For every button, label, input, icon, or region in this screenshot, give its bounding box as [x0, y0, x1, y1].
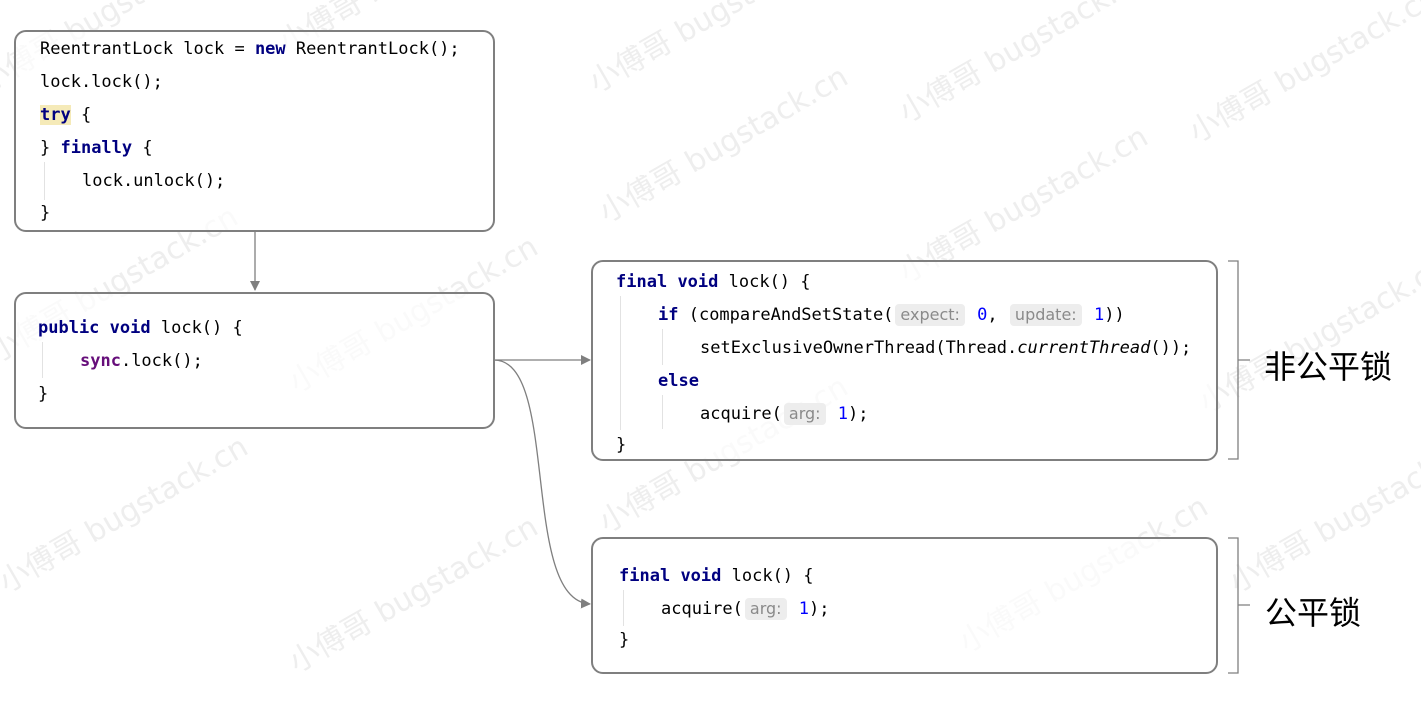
code-line: }	[40, 203, 51, 223]
label-fair-lock: 公平锁	[1265, 594, 1362, 632]
bracket-fair	[1228, 537, 1250, 674]
indent-guide	[44, 162, 45, 200]
code-line: try {	[40, 105, 92, 125]
code-line: sync.lock();	[80, 351, 203, 371]
code-line: final void lock() {	[619, 566, 814, 586]
indent-guide	[623, 590, 624, 626]
code-line: final void lock() {	[616, 272, 811, 292]
param-hint: expect:	[895, 304, 965, 326]
code-line: }	[616, 435, 627, 455]
code-line: setExclusiveOwnerThread(Thread.currentTh…	[700, 338, 1192, 358]
code-line: }	[619, 630, 630, 650]
indent-guide	[620, 296, 621, 430]
indent-guide	[662, 329, 663, 365]
code-line: lock.unlock();	[82, 171, 226, 191]
indent-guide	[662, 395, 663, 429]
code-line: if (compareAndSetState(expect: 0, update…	[658, 304, 1125, 326]
code-box-reentrant-lock: public void lock() { sync.lock(); }	[14, 292, 495, 429]
code-line: ReentrantLock lock = new ReentrantLock()…	[40, 39, 460, 59]
code-box-nonfair-lock: final void lock() { if (compareAndSetSta…	[591, 260, 1218, 461]
code-box-fair-lock: final void lock() { acquire(arg: 1); }	[591, 537, 1218, 674]
bracket-unfair	[1228, 260, 1250, 460]
param-hint: arg:	[783, 403, 826, 425]
code-line: acquire(arg: 1);	[700, 403, 869, 425]
code-line: acquire(arg: 1);	[661, 598, 830, 620]
param-hint: update:	[1009, 304, 1082, 326]
param-hint: arg:	[744, 598, 787, 620]
code-line: public void lock() {	[38, 318, 243, 338]
label-unfair-lock: 非公平锁	[1264, 348, 1393, 386]
connector-lock-to-fair	[493, 359, 591, 609]
code-line: lock.lock();	[40, 72, 163, 92]
indent-guide	[42, 342, 43, 378]
code-box-usage: ReentrantLock lock = new ReentrantLock()…	[14, 30, 495, 232]
code-line: } finally {	[40, 138, 153, 158]
code-line: }	[38, 384, 49, 404]
code-line: else	[658, 371, 699, 391]
